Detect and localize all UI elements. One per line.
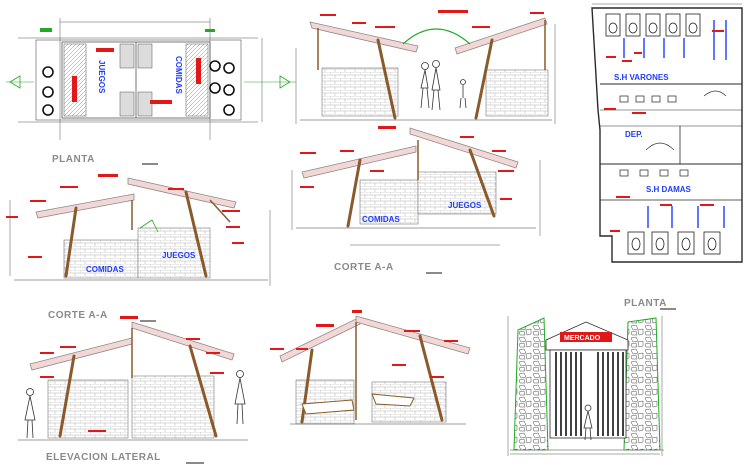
partitions-top bbox=[623, 20, 727, 60]
corte-aa-left-title: CORTE A-A bbox=[48, 310, 108, 321]
planta-top-view: JUEGOS COMIDAS PLANTA bbox=[6, 18, 296, 165]
gate-right bbox=[597, 352, 624, 436]
comidas-label: COMIDAS bbox=[174, 56, 183, 94]
red-tags-corte-left bbox=[6, 174, 244, 258]
section-top-center bbox=[295, 10, 556, 124]
gate-left bbox=[555, 352, 582, 436]
elevacion-title: ELEVACION LATERAL bbox=[46, 452, 161, 463]
corte-aa-mid-title: CORTE A-A bbox=[334, 262, 394, 273]
toilets-bottom bbox=[627, 231, 721, 255]
red-tags-plan-right bbox=[604, 30, 724, 232]
people-figures bbox=[420, 60, 467, 111]
sh-varones-label: S.H VARONES bbox=[614, 73, 669, 82]
urinals-top bbox=[605, 13, 701, 37]
sh-damas-label: S.H DAMAS bbox=[646, 185, 692, 194]
corte-aa-left: COMIDAS JUEGOS CORTE A-A bbox=[6, 174, 271, 322]
dep-label: DEP. bbox=[625, 130, 643, 139]
comidas-corte-label: COMIDAS bbox=[86, 265, 124, 274]
mercado-label: MERCADO bbox=[564, 335, 601, 342]
red-tags-corte-mid bbox=[300, 126, 514, 200]
juegos-corte-label: JUEGOS bbox=[162, 251, 196, 260]
partitions-bottom bbox=[647, 206, 725, 228]
person-left bbox=[24, 388, 36, 439]
chairs-left bbox=[42, 60, 235, 116]
section-arrow-left bbox=[6, 75, 34, 89]
juegos-corte-mid-label: JUEGOS bbox=[448, 201, 482, 210]
red-tags-bottom-center bbox=[270, 310, 458, 378]
person-right bbox=[234, 370, 246, 425]
red-tags-center-top bbox=[320, 10, 544, 28]
fachada-mercado: PLANTA MERCADO bbox=[507, 298, 676, 456]
juegos-label: JUEGOS bbox=[97, 60, 106, 94]
red-tags-elevacion bbox=[40, 316, 224, 432]
basins bbox=[619, 95, 689, 177]
corte-aa-center: COMIDAS JUEGOS CORTE A-A bbox=[291, 126, 541, 274]
planta-sanitarios: S.H VARONES DEP. S.H DAMAS bbox=[591, 3, 743, 263]
elevacion-lateral: ELEVACION LATERAL bbox=[18, 316, 248, 464]
planta-top-title: PLANTA bbox=[52, 154, 95, 165]
section-arrow-right bbox=[244, 75, 296, 89]
section-bottom-center bbox=[270, 310, 471, 425]
planta-right-title: PLANTA bbox=[624, 298, 667, 309]
comidas-corte-mid-label: COMIDAS bbox=[362, 215, 400, 224]
person-mercado bbox=[583, 404, 593, 441]
